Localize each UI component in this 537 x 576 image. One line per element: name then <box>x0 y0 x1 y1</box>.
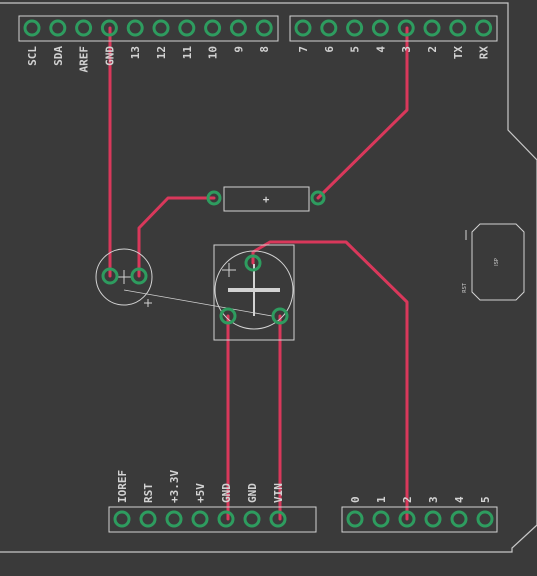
htr-pin-label-2: 5 <box>349 46 362 53</box>
hbl-pin-label-2: +3.3V <box>168 470 181 503</box>
hbr-pin-label-0: 0 <box>349 496 362 503</box>
hbl-pad-0 <box>113 510 131 528</box>
header-top-left: SCL SDA AREF GND 13 12 11 10 9 8 <box>18 15 279 73</box>
htl-pad-3 <box>100 19 118 37</box>
htr-pad-4 <box>397 19 415 37</box>
htr-pad-3 <box>371 19 389 37</box>
header-bottom-left-frame <box>108 506 317 533</box>
htl-pin-label-5: 12 <box>155 46 168 59</box>
pot-frame <box>213 244 295 341</box>
htr-pad-5 <box>423 19 441 37</box>
board-outline <box>0 2 537 553</box>
hbr-pin-label-3: 3 <box>427 496 440 503</box>
led <box>95 248 273 317</box>
hbl-pin-label-3: +5V <box>194 483 207 503</box>
hbl-pad-5 <box>243 510 261 528</box>
htr-pad-7 <box>475 19 493 37</box>
header-top-left-frame <box>18 15 279 42</box>
htl-pin-label-1: SDA <box>52 46 65 66</box>
header-bottom-right-frame <box>341 506 498 533</box>
hbr-pin-label-2: 2 <box>401 496 414 503</box>
htl-pad-1 <box>49 19 67 37</box>
htl-pin-label-4: 13 <box>129 46 142 59</box>
htr-pin-label-5: 2 <box>426 46 439 53</box>
pot-pad-2 <box>271 307 289 325</box>
hbl-pin-label-6: VIN <box>272 483 285 503</box>
htr-pin-label-7: RX <box>478 46 491 60</box>
led-outline <box>95 248 153 306</box>
htl-pin-label-2: AREF <box>78 46 91 73</box>
htr-pad-6 <box>449 19 467 37</box>
resistor-mark: + <box>263 193 270 206</box>
hbr-pin-label-4: 4 <box>453 496 466 503</box>
icsp-outline <box>471 223 525 301</box>
htl-pad-5 <box>152 19 170 37</box>
led-pad-cathode <box>101 267 119 285</box>
hbr-pad-3 <box>424 510 442 528</box>
hbr-pin-label-5: 5 <box>479 496 492 503</box>
hbl-pin-label-4: GND <box>220 483 233 503</box>
htl-pad-9 <box>255 19 273 37</box>
resistor: + <box>206 186 326 212</box>
header-top-right: 7 6 5 4 3 2 TX RX <box>289 15 498 60</box>
icsp-side-label: RST <box>462 282 468 293</box>
resistor-pad-2 <box>310 190 326 206</box>
htl-pin-label-7: 10 <box>207 46 220 59</box>
htl-pin-label-3: GND <box>103 46 116 66</box>
pot-pad-wiper <box>244 254 262 272</box>
led-airwire <box>123 289 273 317</box>
hbl-pin-label-5: GND <box>246 483 259 503</box>
htl-pin-label-0: SCL <box>26 46 39 66</box>
htr-pin-label-3: 4 <box>374 46 387 53</box>
hbr-pad-0 <box>346 510 364 528</box>
htr-pad-0 <box>294 19 312 37</box>
htl-pin-label-6: 11 <box>181 46 194 60</box>
header-top-right-frame <box>289 15 498 42</box>
hbr-pad-4 <box>450 510 468 528</box>
htr-pad-1 <box>320 19 338 37</box>
traces <box>108 26 409 521</box>
hbl-pad-1 <box>139 510 157 528</box>
resistor-pad-1 <box>206 190 222 206</box>
htr-pin-label-0: 7 <box>297 46 310 53</box>
potentiometer <box>213 244 295 341</box>
htl-pin-label-9: 8 <box>258 46 271 53</box>
htr-pin-label-4: 3 <box>400 46 413 53</box>
pot-outline <box>214 250 294 330</box>
trace-pin3-to-resistor <box>316 26 409 200</box>
htl-pad-0 <box>23 19 41 37</box>
htl-pin-label-8: 9 <box>232 46 245 53</box>
hbr-pad-5 <box>476 510 494 528</box>
icsp-label: ISP <box>494 258 500 266</box>
hbl-pad-6 <box>269 510 287 528</box>
header-bottom-left: IOREF RST +3.3V +5V GND GND VIN <box>108 470 317 533</box>
hbl-pad-3 <box>191 510 209 528</box>
htl-pad-6 <box>178 19 196 37</box>
hbr-pin-label-1: 1 <box>375 496 388 503</box>
htl-pad-7 <box>204 19 222 37</box>
htl-pad-2 <box>75 19 93 37</box>
htr-pin-label-1: 6 <box>323 46 336 53</box>
htl-pad-8 <box>229 19 247 37</box>
trace-resistor-to-led <box>137 196 216 278</box>
hbl-pin-label-1: RST <box>142 483 155 503</box>
hbl-pin-label-0: IOREF <box>116 470 129 503</box>
hbl-pad-4 <box>217 510 235 528</box>
hbr-pad-2 <box>398 510 416 528</box>
htr-pad-2 <box>346 19 364 37</box>
resistor-body <box>223 186 310 212</box>
htr-pin-label-6: TX <box>452 46 465 60</box>
hbl-pad-2 <box>165 510 183 528</box>
htl-pad-4 <box>126 19 144 37</box>
trace-pot-to-pin2 <box>251 240 409 521</box>
header-bottom-right: 0 1 2 3 4 5 <box>341 496 498 533</box>
led-pad-anode <box>130 267 148 285</box>
pot-pad-1 <box>219 307 237 325</box>
hbr-pad-1 <box>372 510 390 528</box>
icsp-header: ISP RST <box>462 223 525 301</box>
